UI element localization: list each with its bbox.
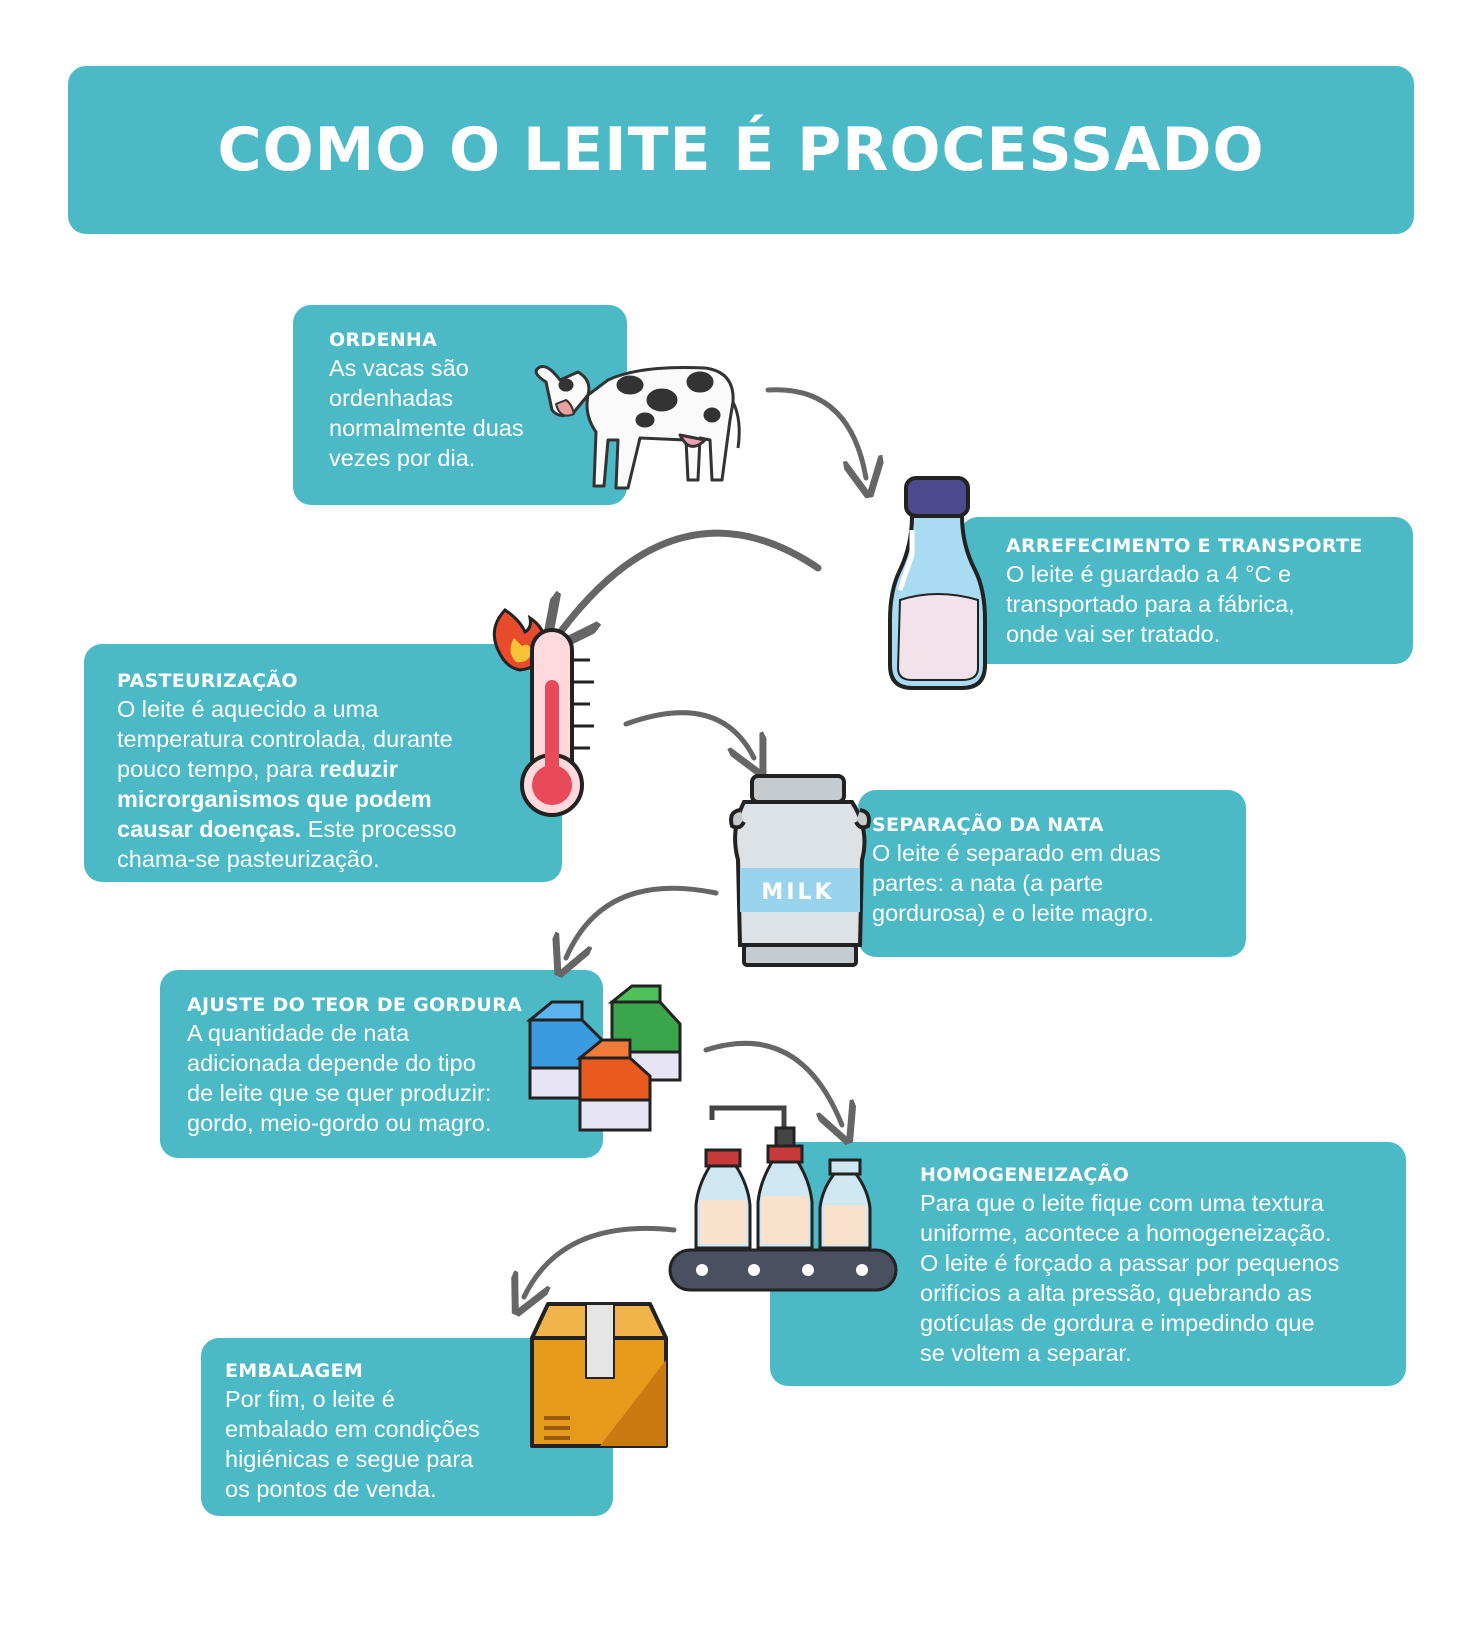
step-text: Por fim, o leite é embalado em condições… bbox=[225, 1386, 480, 1502]
arrow-1 bbox=[765, 387, 866, 478]
milk-cartons-icon bbox=[525, 984, 682, 1132]
step-arrefecimento: ARREFECIMENTO E TRANSPORTE O leite é gua… bbox=[960, 517, 1413, 664]
bottling-line-icon bbox=[668, 1105, 898, 1292]
bottle-3 bbox=[818, 1158, 872, 1250]
carton-orange bbox=[575, 1038, 652, 1132]
arrow-2 bbox=[562, 529, 822, 630]
step-title: HOMOGENEIZAÇÃO bbox=[920, 1164, 1130, 1186]
step-pasteurizacao: PASTEURIZAÇÃO O leite é aquecido a uma t… bbox=[84, 644, 562, 882]
step-text: O leite é aquecido a uma temperatura con… bbox=[117, 696, 457, 872]
step-separacao: SEPARAÇÃO DA NATA O leite é separado em … bbox=[858, 790, 1246, 957]
flow-arrows bbox=[524, 387, 866, 1297]
milk-bottle-icon bbox=[888, 476, 987, 690]
cow-icon bbox=[534, 365, 741, 490]
page-title: COMO O LEITE É PROCESSADO bbox=[217, 115, 1265, 185]
step-title: PASTEURIZAÇÃO bbox=[117, 670, 298, 692]
step-text: Para que o leite fique com uma textura u… bbox=[920, 1190, 1340, 1366]
step-text: A quantidade de nata adicionada depende … bbox=[187, 1020, 492, 1136]
cardboard-box-icon bbox=[530, 1302, 668, 1448]
arrow-3 bbox=[623, 710, 754, 758]
milk-can-icon bbox=[729, 774, 871, 967]
milk-can-label: MILK bbox=[761, 880, 834, 905]
step-text: O leite é separado em duas partes: a nat… bbox=[872, 840, 1161, 926]
step-text: As vacas são ordenhadas normalmente duas… bbox=[329, 355, 524, 471]
step-title: ARREFECIMENTO E TRANSPORTE bbox=[1006, 535, 1363, 557]
arrow-6 bbox=[524, 1225, 677, 1297]
thermometer-flame-icon bbox=[492, 608, 594, 817]
bottle-2 bbox=[756, 1144, 814, 1250]
bottle-1 bbox=[694, 1148, 752, 1250]
arrow-5 bbox=[703, 1040, 842, 1125]
step-title: EMBALAGEM bbox=[225, 1360, 364, 1382]
title-banner: COMO O LEITE É PROCESSADO bbox=[68, 66, 1414, 234]
step-title: SEPARAÇÃO DA NATA bbox=[872, 814, 1104, 836]
step-title: AJUSTE DO TEOR DE GORDURA bbox=[187, 994, 523, 1016]
arrow-4 bbox=[566, 885, 719, 958]
step-title: ORDENHA bbox=[329, 329, 438, 351]
step-text: O leite é guardado a 4 °C e transportado… bbox=[1006, 561, 1295, 647]
